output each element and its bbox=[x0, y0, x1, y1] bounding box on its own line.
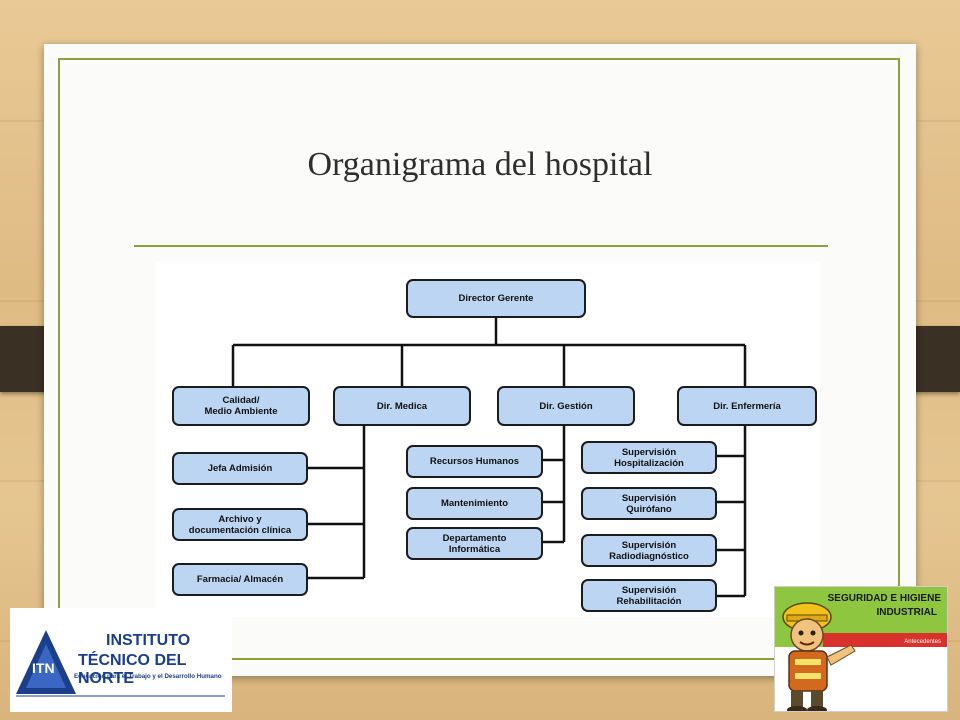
itn-acronym: ITN bbox=[32, 660, 55, 676]
itn-tagline: Educación para el Trabajo y el Desarroll… bbox=[74, 673, 222, 680]
org-chart-connectors bbox=[231, 318, 747, 598]
node-supervision-rehabilitacion: Supervisión Rehabilitación bbox=[581, 579, 717, 612]
seguridad-subtitle: Antecedentes bbox=[904, 639, 941, 645]
node-supervision-radiodiagnostico: Supervisión Radiodiagnóstico bbox=[581, 534, 717, 567]
title-divider bbox=[134, 245, 828, 247]
org-chart: Director Gerente Calidad/ Medio Ambiente… bbox=[155, 262, 820, 617]
node-recursos-humanos: Recursos Humanos bbox=[406, 445, 543, 478]
node-departamento-informatica: Departamento Informática bbox=[406, 527, 543, 560]
seguridad-title-line2: INDUSTRIAL bbox=[876, 607, 937, 618]
itn-logo: ITN INSTITUTO TÉCNICO DEL NORTE Educació… bbox=[10, 608, 232, 712]
node-dir-medica: Dir. Medica bbox=[333, 386, 471, 426]
node-supervision-quirofano: Supervisión Quirófano bbox=[581, 487, 717, 520]
seguridad-logo: SEGURIDAD E HIGIENE INDUSTRIAL Anteceden… bbox=[774, 586, 948, 712]
slide-title: Organigrama del hospital bbox=[307, 146, 653, 183]
slide-frame bbox=[58, 58, 900, 660]
safety-worker-icon bbox=[775, 587, 947, 711]
node-supervision-hospitalizacion: Supervisión Hospitalización bbox=[581, 441, 717, 474]
node-dir-enfermeria: Dir. Enfermería bbox=[677, 386, 817, 426]
itn-name-line2: TÉCNICO DEL NORTE bbox=[78, 652, 187, 687]
seguridad-title-line1: SEGURIDAD E HIGIENE bbox=[827, 593, 941, 604]
node-jefa-admision: Jefa Admisión bbox=[172, 452, 308, 485]
itn-triangle-icon bbox=[16, 630, 225, 697]
node-archivo: Archivo y documentación clínica bbox=[172, 508, 308, 541]
node-farmacia: Farmacia/ Almacén bbox=[172, 563, 308, 596]
node-dir-gestion: Dir. Gestión bbox=[497, 386, 635, 426]
node-mantenimiento: Mantenimiento bbox=[406, 487, 543, 520]
node-director-gerente: Director Gerente bbox=[406, 279, 586, 318]
itn-name-line1: INSTITUTO bbox=[106, 632, 191, 649]
node-calidad: Calidad/ Medio Ambiente bbox=[172, 386, 310, 426]
